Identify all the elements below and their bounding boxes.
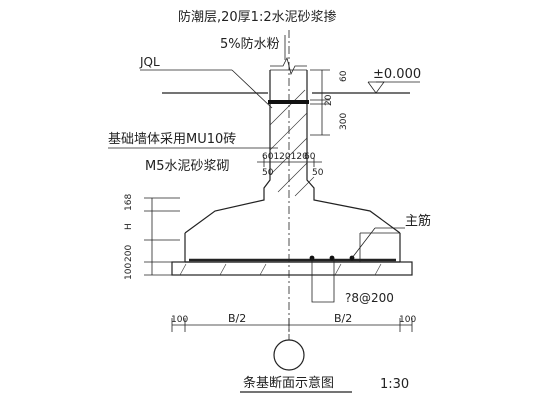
left-dimension-chain	[144, 197, 180, 276]
wall-width-dimension	[257, 157, 322, 167]
dim-b-half-right: B/2	[334, 312, 352, 325]
dim-top-row: 60120120	[262, 152, 308, 162]
right-dimension-chain	[310, 69, 330, 136]
brick-wall	[263, 56, 315, 198]
dim-20: 20	[324, 94, 334, 106]
dim-60: 60	[339, 70, 349, 82]
dim-bottom-right-100: 100	[399, 315, 416, 325]
moisture-note-line1: 防潮层,20厚1:2水泥砂浆掺	[178, 9, 337, 25]
wall-note-line2: M5水泥砂浆砌	[145, 159, 230, 174]
dim-left-50: 50	[262, 168, 274, 178]
main-rebar-label: 主筋	[405, 213, 431, 229]
wall-note-line1: 基础墙体采用MU10砖	[108, 132, 236, 147]
dim-200: 200	[124, 245, 134, 262]
drawing-scale: 1:30	[380, 377, 409, 392]
dim-100: 100	[124, 263, 134, 280]
dim-H: H	[124, 223, 134, 230]
moisture-note-line2: 5%防水粉	[220, 36, 280, 52]
concrete-footing	[184, 198, 401, 263]
dim-300: 300	[339, 113, 349, 130]
dim-top-row-tail: 60	[304, 152, 316, 162]
elevation-marker	[367, 81, 420, 94]
leader-jql	[231, 69, 273, 109]
dim-b-half-left: B/2	[228, 312, 246, 325]
moisture-proof-layer	[268, 100, 309, 104]
dim-bottom-left-100: 100	[171, 315, 188, 325]
jql-label: JQL	[139, 55, 160, 69]
stirrup-label: ?8@200	[345, 291, 394, 305]
elevation-label: ±0.000	[373, 67, 421, 82]
leader-rebar-diag	[351, 227, 376, 259]
dim-168: 168	[124, 194, 134, 211]
drawing-title: 条基断面示意图	[243, 375, 334, 391]
axis-bubble	[273, 339, 305, 371]
bedding-layer	[171, 261, 413, 276]
dim-right-50: 50	[312, 168, 324, 178]
bottom-dimension	[171, 318, 413, 332]
